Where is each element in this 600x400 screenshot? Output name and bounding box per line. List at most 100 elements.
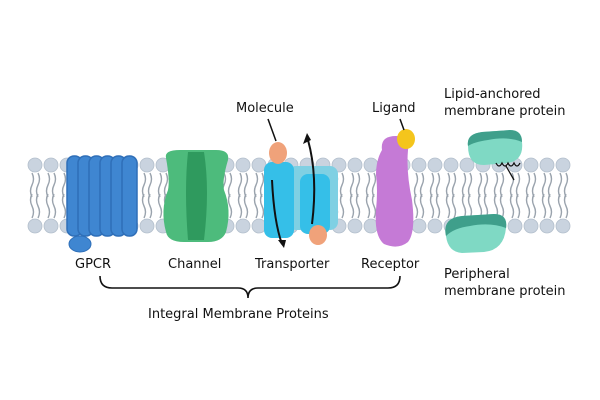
lipid-tail: [531, 172, 537, 198]
lipid-tail: [563, 193, 569, 219]
lipid-tail: [413, 172, 419, 198]
lipid-tail: [445, 172, 451, 198]
channel-protein: [163, 150, 229, 242]
lipid-tail: [483, 193, 489, 219]
lipid-tail: [349, 172, 355, 198]
lipid-head: [523, 218, 539, 234]
lipid-head: [459, 157, 475, 173]
lipid-head: [251, 218, 267, 234]
label-ligand: Ligand: [372, 101, 416, 116]
lipid-tail: [371, 172, 377, 198]
lipid-tail: [253, 172, 259, 198]
lipid-tail: [547, 193, 553, 219]
lipid-tail: [525, 193, 531, 219]
lipid-tail: [157, 193, 163, 219]
lipid-head: [539, 218, 555, 234]
lipid-tail: [141, 193, 147, 219]
lipid-head: [347, 157, 363, 173]
lipid-tail: [429, 193, 435, 219]
lipid-tail: [45, 172, 51, 198]
lipid-tail: [445, 193, 451, 219]
lipid-tail: [141, 172, 147, 198]
lipid-tail: [557, 193, 563, 219]
lipid-tail: [483, 172, 489, 198]
receptor-protein: [375, 118, 415, 247]
lipid-head: [27, 157, 43, 173]
lipid-head: [443, 157, 459, 173]
label-receptor: Receptor: [361, 257, 420, 272]
lipid-tail: [541, 172, 547, 198]
transporter-protein: [264, 118, 338, 248]
lipid-tail: [355, 193, 361, 219]
lipid-head: [523, 157, 539, 173]
lipid-tail: [349, 193, 355, 219]
lipid-tail: [557, 172, 563, 198]
lipid-head: [251, 157, 267, 173]
lipid-tail: [419, 172, 425, 198]
lipid-head: [363, 157, 379, 173]
lipid-tail: [35, 193, 41, 219]
lipid-tail: [461, 172, 467, 198]
lipid-tail: [45, 193, 51, 219]
label-gpcr: GPCR: [75, 257, 111, 272]
lipid-tail: [61, 193, 67, 219]
lipid-tail: [541, 193, 547, 219]
lipid-tail: [227, 172, 233, 198]
lipid-tail: [29, 172, 35, 198]
lipid-tail: [451, 172, 457, 198]
lipid-head: [427, 218, 443, 234]
lipid-tail: [243, 172, 249, 198]
lipid-tail: [365, 172, 371, 198]
lipid-head: [43, 218, 59, 234]
lipid-tail: [61, 172, 67, 198]
label-integral: Integral Membrane Proteins: [148, 307, 329, 322]
lipid-tail: [259, 172, 265, 198]
lipid-head: [555, 157, 571, 173]
lipid-tail: [227, 193, 233, 219]
label-peripheral-2: membrane protein: [444, 284, 565, 299]
lipid-tail: [477, 172, 483, 198]
peripheral-protein: [445, 214, 507, 253]
lipid-tail: [355, 172, 361, 198]
label-transporter: Transporter: [254, 257, 330, 272]
molecule-icon: [309, 225, 327, 245]
lipid-head: [139, 218, 155, 234]
lipid-tail: [51, 193, 57, 219]
lipid-head: [555, 218, 571, 234]
ligand-icon: [397, 129, 415, 149]
label-channel: Channel: [168, 257, 221, 272]
lipid-tail: [461, 193, 467, 219]
lipid-head: [427, 157, 443, 173]
lipid-tail: [157, 172, 163, 198]
lipid-tail: [509, 172, 515, 198]
lipid-head: [539, 157, 555, 173]
lipid-tail: [29, 193, 35, 219]
lipid-anchored-protein: [467, 130, 523, 181]
lipid-tail: [547, 172, 553, 198]
lipid-tail: [163, 172, 169, 198]
lipid-tail: [35, 172, 41, 198]
lipid-tail: [253, 193, 259, 219]
lipid-tail: [339, 172, 345, 198]
lipid-tail: [435, 172, 441, 198]
lipid-tail: [243, 193, 249, 219]
lipid-head: [235, 157, 251, 173]
lipid-tail: [515, 193, 521, 219]
lipid-tail: [499, 193, 505, 219]
lipid-tail: [477, 193, 483, 219]
lipid-tail: [371, 193, 377, 219]
lipid-tail: [147, 193, 153, 219]
lipid-tail: [515, 172, 521, 198]
molecule-icon: [269, 142, 287, 164]
lipid-tail: [509, 193, 515, 219]
lipid-head: [235, 218, 251, 234]
lipid-tail: [493, 172, 499, 198]
lipid-head: [347, 218, 363, 234]
lipid-tail: [451, 193, 457, 219]
lipid-head: [411, 218, 427, 234]
lipid-head: [507, 218, 523, 234]
lipid-tail: [419, 193, 425, 219]
lipid-tail: [429, 172, 435, 198]
